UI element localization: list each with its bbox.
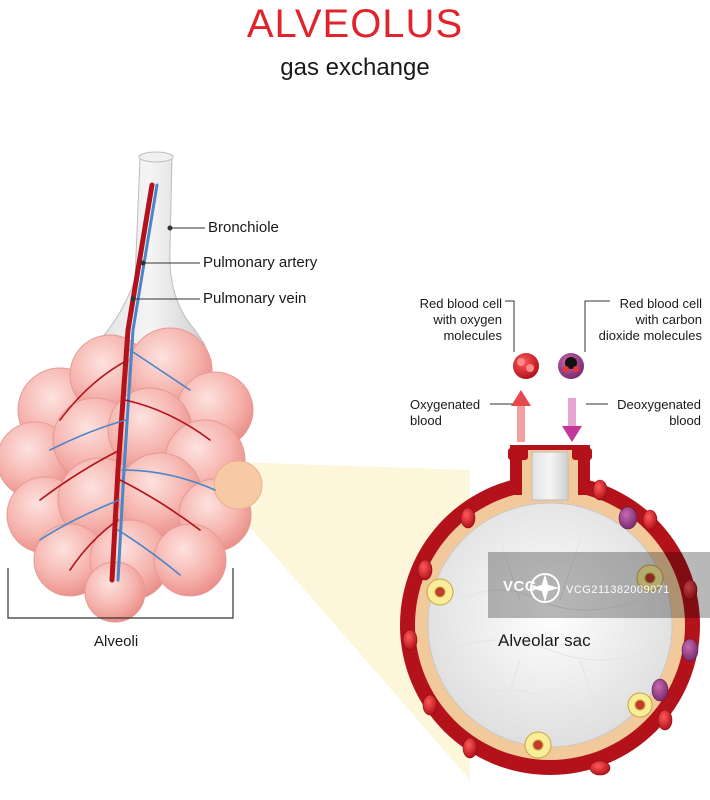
watermark-logo-text: VCG: [503, 578, 538, 595]
watermark-id: VCG211382009071: [566, 584, 670, 596]
label-alveoli: Alveoli: [94, 633, 139, 650]
label-alveolar-sac: Alveolar sac: [498, 631, 591, 650]
label-oxygenated-blood: Oxygenated blood: [410, 397, 481, 428]
rbc-co2-icon: [558, 353, 584, 379]
oxygenated-arrow-icon: [511, 390, 531, 442]
label-rbc-oxygen: Red blood cell with oxygen molecules: [419, 296, 502, 343]
leader-lines-left: [130, 225, 205, 302]
pulmonary-vessels: [39, 182, 216, 583]
page-title: ALVEOLUS: [246, 2, 464, 46]
label-pulmonary-vein: Pulmonary vein: [203, 290, 307, 307]
label-deoxygenated-blood: Deoxygenated blood: [617, 397, 701, 428]
deoxygenated-arrow-icon: [562, 398, 582, 442]
alveoli-bracket: [7, 568, 234, 619]
watermark-logo-icon: [530, 573, 560, 603]
alveoli-cluster: [0, 327, 263, 623]
label-pulmonary-artery: Pulmonary artery: [203, 254, 318, 271]
page-subtitle: gas exchange: [280, 54, 430, 81]
zoom-wedge: [235, 462, 470, 780]
rbc-oxygen-icon: [513, 353, 539, 379]
alveolar-sac-section: [400, 445, 700, 776]
leader-lines-right: [490, 300, 610, 405]
bronchiole-tube: [93, 151, 206, 346]
label-bronchiole: Bronchiole: [208, 219, 279, 236]
label-rbc-co2: Red blood cell with carbon dioxide molec…: [598, 296, 702, 343]
watermark-box: [488, 552, 710, 618]
